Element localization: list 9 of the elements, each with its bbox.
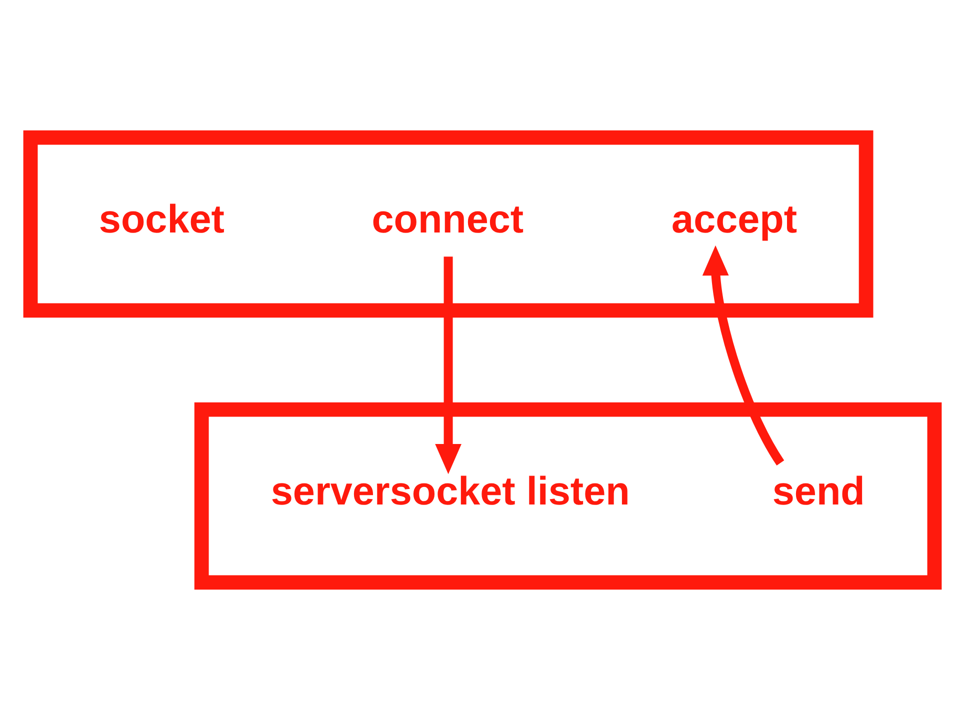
cluster [23, 130, 874, 318]
arrow [702, 245, 784, 466]
node-text: connect [372, 197, 524, 242]
arrow [435, 256, 462, 474]
node-text: socket [98, 197, 224, 242]
node-text: serversocket listen [270, 469, 630, 514]
cluster [194, 402, 942, 590]
node-text: send [772, 469, 865, 514]
node-text: accept [672, 197, 798, 242]
